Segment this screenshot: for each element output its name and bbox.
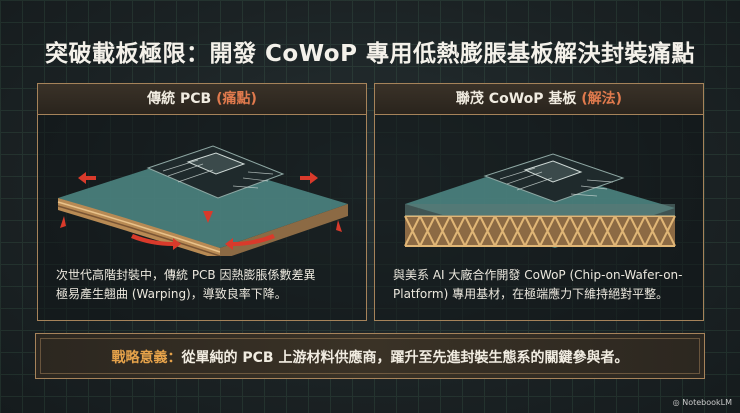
strategy-body: 從單純的 PCB 上游材料供應商，躍升至先進封裝生態系的關鍵參與者。 bbox=[181, 350, 629, 366]
pcb-side-edge bbox=[220, 204, 348, 260]
panel-header: 聯茂 CoWoP 基板 (解法) bbox=[375, 84, 703, 115]
warped-pcb-svg bbox=[57, 145, 348, 260]
strategy-text: 戰略意義：從單純的 PCB 上游材料供應商，躍升至先進封裝生態系的關鍵參與者。 bbox=[36, 347, 704, 367]
circuit-traces bbox=[162, 159, 274, 189]
panel-cowop-substrate: 聯茂 CoWoP 基板 (解法) 與美系 AI 大廠合作開發 CoWoP (Ch… bbox=[374, 83, 704, 321]
panel-traditional-pcb: 傳統 PCB (痛點) bbox=[37, 83, 367, 321]
panel-header-label: 聯茂 CoWoP 基板 bbox=[455, 91, 577, 107]
panel-description: 與美系 AI 大廠合作開發 CoWoP (Chip-on-Wafer-on- P… bbox=[393, 266, 691, 304]
pcb-top-surface bbox=[58, 156, 348, 248]
heat-arrows bbox=[60, 172, 342, 250]
substrate-lattice-edge bbox=[405, 216, 675, 246]
description-line: Platform) 專用基材，在極端應力下維持絕對平整。 bbox=[393, 287, 669, 301]
warped-pcb-illustration bbox=[38, 116, 366, 260]
description-line: 與美系 AI 大廠合作開發 CoWoP (Chip-on-Wafer-on- bbox=[393, 268, 683, 282]
banner-inner-frame bbox=[40, 338, 700, 374]
flat-substrate-svg bbox=[404, 153, 676, 248]
page-title: 突破載板極限：開發 CoWoP 專用低熱膨脹基板解決封裝痛點 bbox=[45, 41, 695, 67]
watermark-label: NotebookLM bbox=[682, 398, 732, 407]
chip-die bbox=[523, 160, 583, 183]
panel-header: 傳統 PCB (痛點) bbox=[38, 84, 366, 115]
flat-substrate-illustration bbox=[375, 116, 703, 256]
notebooklm-icon: ◎ bbox=[672, 398, 683, 407]
panel-header-label: 傳統 PCB bbox=[147, 91, 212, 107]
notebooklm-watermark: ◎ NotebookLM bbox=[673, 398, 732, 407]
circuit-traces bbox=[499, 167, 614, 197]
panel-description: 次世代高階封裝中，傳統 PCB 因熱膨脹係數差異 極易產生翹曲 (Warping… bbox=[56, 266, 354, 304]
description-line: 次世代高階封裝中，傳統 PCB 因熱膨脹係數差異 bbox=[56, 268, 316, 282]
description-line: 極易產生翹曲 (Warping)，導致良率下降。 bbox=[56, 287, 287, 301]
strategy-banner: 戰略意義：從單純的 PCB 上游材料供應商，躍升至先進封裝生態系的關鍵參與者。 bbox=[35, 333, 705, 379]
strategy-lead: 戰略意義： bbox=[111, 350, 182, 366]
chip-die bbox=[186, 152, 246, 175]
panel-header-tag: (解法) bbox=[581, 91, 623, 107]
panel-header-tag: (痛點) bbox=[216, 91, 257, 107]
